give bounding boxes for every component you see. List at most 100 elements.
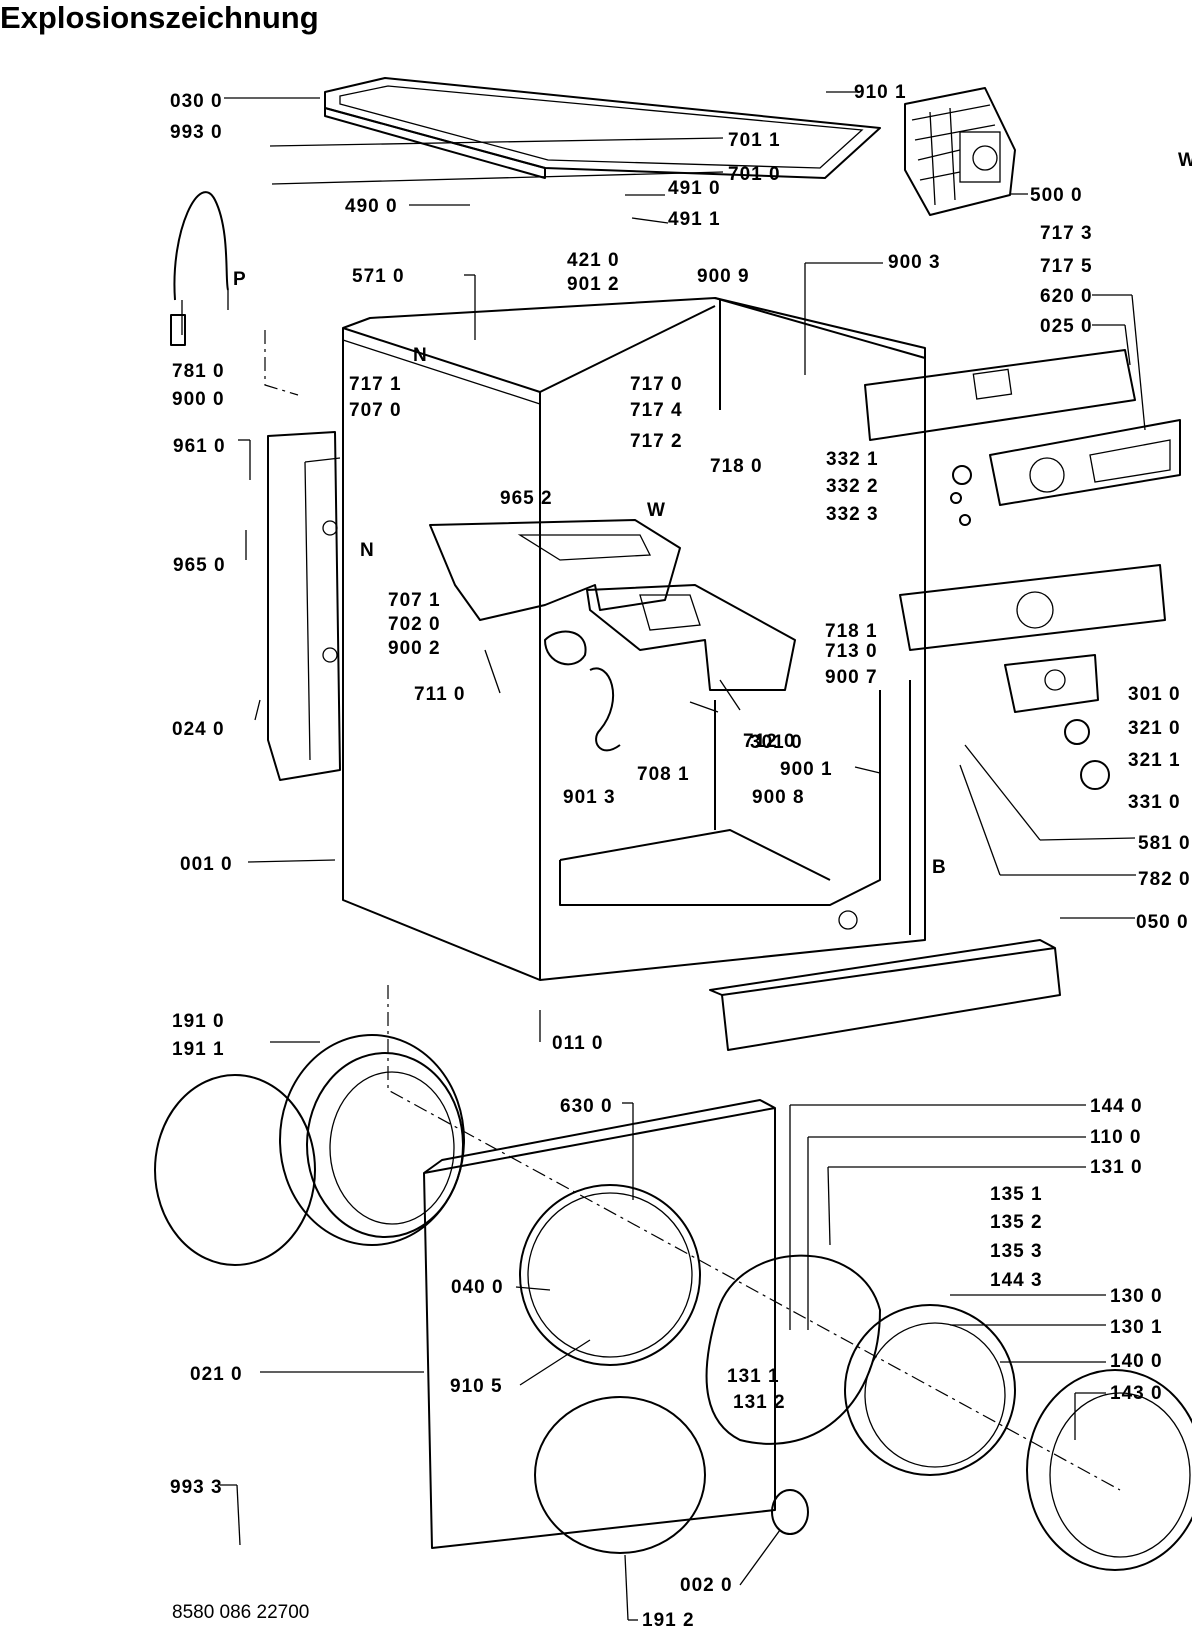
part-label: 040 0 xyxy=(451,1277,504,1298)
part-label: 021 0 xyxy=(190,1364,243,1385)
part-label: 030 0 xyxy=(170,91,223,112)
hose-axis-line xyxy=(264,330,299,396)
part-label: 421 0 xyxy=(567,250,620,271)
part-label: 144 3 xyxy=(990,1270,1043,1291)
part-label: 490 0 xyxy=(345,196,398,217)
part-label: 140 0 xyxy=(1110,1351,1163,1372)
part-label: 900 9 xyxy=(697,266,750,287)
part-label: 900 0 xyxy=(172,389,225,410)
part-label: 717 5 xyxy=(1040,256,1093,277)
door-seal xyxy=(154,1034,465,1266)
inlet-hoses xyxy=(170,191,229,346)
part-label: 782 0 xyxy=(1138,869,1191,890)
page-title: Explosionszeichnung xyxy=(0,0,319,35)
part-label: 701 0 xyxy=(728,164,781,185)
front-panel xyxy=(899,564,1166,790)
part-label: B xyxy=(932,857,947,878)
part-label: 910 1 xyxy=(854,82,907,103)
part-label: 332 1 xyxy=(826,449,879,470)
part-label: 025 0 xyxy=(1040,316,1093,337)
part-label: 993 0 xyxy=(170,122,223,143)
part-label: 717 3 xyxy=(1040,223,1093,244)
part-label: 900 8 xyxy=(752,787,805,808)
part-label: W xyxy=(647,500,666,521)
part-label: 331 0 xyxy=(1128,792,1181,813)
part-label: 301 0 xyxy=(750,732,803,753)
part-label: 717 0 xyxy=(630,374,683,395)
part-label: 131 1 xyxy=(727,1366,780,1387)
part-label: 712 0 xyxy=(743,731,796,752)
part-label: 135 1 xyxy=(990,1184,1043,1205)
part-label: 001 0 xyxy=(180,854,233,875)
part-label: 910 5 xyxy=(450,1376,503,1397)
part-label: 131 2 xyxy=(733,1392,786,1413)
detergent-drawer xyxy=(586,584,796,691)
dispenser-housing xyxy=(429,519,681,752)
document-number: 8580 086 22700 xyxy=(172,1602,310,1623)
part-label: 965 0 xyxy=(173,555,226,576)
part-label: 702 0 xyxy=(388,614,441,635)
part-label: 900 7 xyxy=(825,667,878,688)
part-label: 717 4 xyxy=(630,400,683,421)
part-label: 965 2 xyxy=(500,488,553,509)
part-label: 301 0 xyxy=(1128,684,1181,705)
part-label: 993 3 xyxy=(170,1477,223,1498)
part-label: 900 2 xyxy=(388,638,441,659)
part-label: 191 0 xyxy=(172,1011,225,1032)
part-label: 630 0 xyxy=(560,1096,613,1117)
part-label: 321 0 xyxy=(1128,718,1181,739)
part-label: 332 3 xyxy=(826,504,879,525)
part-label: 191 2 xyxy=(642,1610,695,1631)
part-label: 901 2 xyxy=(567,274,620,295)
part-label: 717 1 xyxy=(349,374,402,395)
part-label: 900 3 xyxy=(888,252,941,273)
part-label: 143 0 xyxy=(1110,1383,1163,1404)
rear-panel xyxy=(267,431,341,781)
part-label: 718 0 xyxy=(710,456,763,477)
part-label: 050 0 xyxy=(1136,912,1189,933)
part-label: 708 1 xyxy=(637,764,690,785)
part-label: 901 3 xyxy=(563,787,616,808)
part-label: 718 1 xyxy=(825,621,878,642)
part-label: W xyxy=(1178,150,1192,171)
cabinet-frame xyxy=(342,297,926,981)
part-label: P xyxy=(233,269,247,290)
part-label: 130 1 xyxy=(1110,1317,1163,1338)
axis-line xyxy=(387,985,1121,1491)
part-label: 321 1 xyxy=(1128,750,1181,771)
electronic-module xyxy=(904,87,1016,216)
part-label: 701 1 xyxy=(728,130,781,151)
part-label: 711 0 xyxy=(414,684,466,705)
small-knobs xyxy=(950,465,972,526)
part-label: 781 0 xyxy=(172,361,225,382)
part-label: 717 2 xyxy=(630,431,683,452)
part-label: 130 0 xyxy=(1110,1286,1163,1307)
leader-lines xyxy=(220,91,1146,1621)
top-cover xyxy=(324,77,881,179)
part-label: 620 0 xyxy=(1040,286,1093,307)
part-label: 024 0 xyxy=(172,719,225,740)
part-label: 707 1 xyxy=(388,590,441,611)
part-label: 191 1 xyxy=(172,1039,225,1060)
part-label: 135 3 xyxy=(990,1241,1043,1262)
part-label: 900 1 xyxy=(780,759,833,780)
part-label: 491 0 xyxy=(668,178,721,199)
door-assembly xyxy=(534,1254,1192,1571)
part-label: 491 1 xyxy=(668,209,721,230)
part-label: 110 0 xyxy=(1090,1127,1142,1148)
part-label: 961 0 xyxy=(173,436,226,457)
part-label: 332 2 xyxy=(826,476,879,497)
control-panel xyxy=(864,349,1181,506)
plinth xyxy=(709,939,1061,1051)
part-label: N xyxy=(413,345,428,366)
part-labels: 030 0 993 0 701 1 701 0 490 0 491 0 491 1 910 1… xyxy=(170,82,1192,1631)
part-label: 002 0 xyxy=(680,1575,733,1596)
part-label: N xyxy=(360,540,375,561)
part-label: 144 0 xyxy=(1090,1096,1143,1117)
parts-drawing xyxy=(154,77,1192,1571)
part-label: 581 0 xyxy=(1138,833,1191,854)
part-label: 707 0 xyxy=(349,400,402,421)
part-label: 713 0 xyxy=(825,641,878,662)
part-label: 135 2 xyxy=(990,1212,1043,1233)
